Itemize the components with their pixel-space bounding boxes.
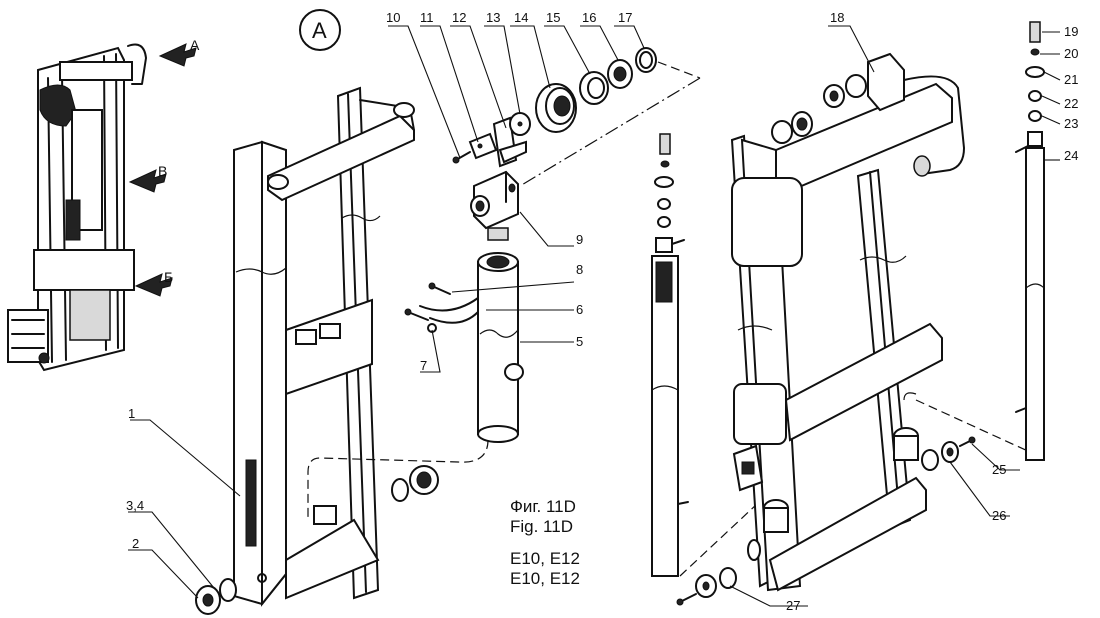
caption-line-1: Фиг. 11D (510, 497, 576, 516)
callout-20: 20 (1064, 46, 1078, 61)
detail-marker: A (299, 9, 341, 51)
view-arrow-a: A (158, 37, 200, 67)
callout-24: 24 (1064, 148, 1078, 163)
view-arrow-c-label: Б (164, 269, 173, 285)
detail-marker-label: A (312, 18, 327, 43)
callout-16: 16 (582, 10, 596, 25)
view-arrow-b: В (128, 163, 167, 193)
callout-18: 18 (830, 10, 844, 25)
caption-line-3: E10, E12 (510, 549, 580, 568)
right-cylinder (1015, 21, 1045, 461)
view-arrow-c: Б (134, 269, 173, 297)
caption-line-4: E10, E12 (510, 569, 580, 588)
callout-17: 17 (618, 10, 632, 25)
callout-25: 25 (992, 462, 1006, 477)
overview-mast (7, 43, 147, 372)
sheave-stack (452, 47, 701, 187)
callout-9: 9 (576, 232, 583, 247)
callout-13: 13 (486, 10, 500, 25)
leader-lines (128, 25, 1061, 607)
callout-3-4: 3,4 (126, 498, 144, 513)
part-27-bearing (676, 567, 737, 606)
view-arrow-b-label: В (158, 163, 167, 179)
callout-5: 5 (576, 334, 583, 349)
left-bearing-assembly (391, 465, 439, 502)
callout-numbers: 1 2 3,4 5 6 7 8 9 10 11 12 13 14 15 16 1… (126, 10, 1078, 613)
callout-15: 15 (546, 10, 560, 25)
part-26-bearing (921, 436, 976, 471)
callout-8: 8 (576, 262, 583, 277)
lift-cylinder (307, 170, 524, 520)
view-arrow-a-label: A (190, 37, 200, 53)
callout-6: 6 (576, 302, 583, 317)
callout-27: 27 (786, 598, 800, 613)
callout-21: 21 (1064, 72, 1078, 87)
callout-26: 26 (992, 508, 1006, 523)
middle-cylinder (651, 133, 773, 577)
callout-11: 11 (420, 10, 434, 25)
left-mast-frame (233, 86, 415, 607)
callout-23: 23 (1064, 116, 1078, 131)
right-mast-frame (730, 52, 1031, 592)
callout-2: 2 (132, 536, 139, 551)
part-2-washer (195, 578, 237, 615)
callout-7: 7 (420, 358, 427, 373)
callout-1: 1 (128, 406, 135, 421)
callout-12: 12 (452, 10, 466, 25)
caption-line-2: Fig. 11D (510, 517, 573, 536)
figure-caption: Фиг. 11D Fig. 11D E10, E12 E10, E12 (510, 497, 580, 588)
callout-22: 22 (1064, 96, 1078, 111)
callout-14: 14 (514, 10, 528, 25)
callout-10: 10 (386, 10, 400, 25)
callout-19: 19 (1064, 24, 1078, 39)
